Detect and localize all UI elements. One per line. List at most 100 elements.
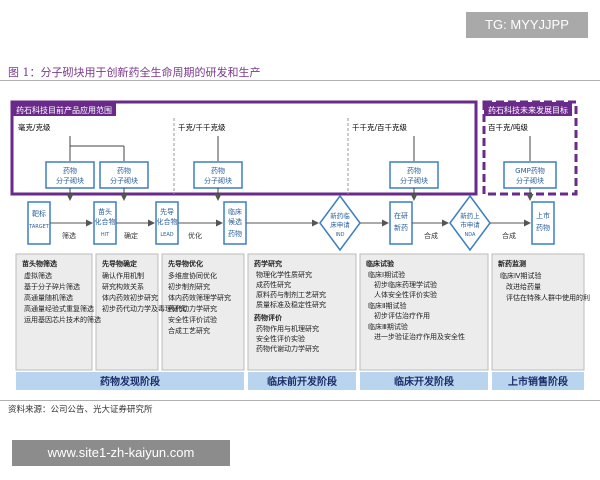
phase-clinical: 临床开发阶段 xyxy=(394,375,454,388)
svg-text:HIT: HIT xyxy=(101,232,110,238)
future-scope-title: 药石科技未来发展目标 xyxy=(488,105,568,115)
svg-text:临床: 临床 xyxy=(228,207,242,216)
svg-text:药物作用与机理研究: 药物作用与机理研究 xyxy=(256,324,319,333)
svg-text:LEAD: LEAD xyxy=(160,232,173,238)
svg-text:候选: 候选 xyxy=(228,217,242,226)
svg-text:靶标: 靶标 xyxy=(32,209,46,218)
svg-text:安全性评价实验: 安全性评价实验 xyxy=(256,334,305,343)
svg-text:IND: IND xyxy=(335,232,344,238)
svg-text:体内药效筛理学研究: 体内药效筛理学研究 xyxy=(168,293,231,302)
activity-title-1: 苗头物筛选 xyxy=(22,259,57,268)
svg-text:药物: 药物 xyxy=(407,166,421,175)
svg-text:药物: 药物 xyxy=(63,166,77,175)
svg-text:人体安全性评价实验: 人体安全性评价实验 xyxy=(374,290,437,299)
svg-text:物理化学性质研究: 物理化学性质研究 xyxy=(256,270,312,279)
svg-text:新药临: 新药临 xyxy=(330,211,350,220)
scale-label-1: 毫克/克级 xyxy=(18,122,51,132)
blocks: 药物 分子砌块 药物 分子砌块 药物 分子砌块 药物 分子砌块 GMP药物 分子… xyxy=(45,161,557,189)
svg-text:研究构效关系: 研究构效关系 xyxy=(102,282,144,291)
svg-text:GMP药物: GMP药物 xyxy=(515,166,545,175)
svg-text:化合物: 化合物 xyxy=(157,217,178,226)
transition-5: 合成 xyxy=(502,231,516,240)
current-scope-title: 药石科技目前产品应用范围 xyxy=(16,105,112,115)
watermark-top: TG: MYYJJPP xyxy=(466,12,588,38)
svg-text:药物: 药物 xyxy=(117,166,131,175)
svg-text:虚拟筛选: 虚拟筛选 xyxy=(24,271,52,280)
block-5 xyxy=(503,161,557,189)
svg-text:新药: 新药 xyxy=(394,223,408,232)
svg-text:合成工艺研究: 合成工艺研究 xyxy=(168,326,210,335)
svg-text:基于分子碎片筛选: 基于分子碎片筛选 xyxy=(24,282,80,291)
scale-label-2: 千克/千千克级 xyxy=(178,122,226,132)
svg-text:运用基因芯片技术的筛选: 运用基因芯片技术的筛选 xyxy=(24,315,101,324)
svg-text:初步药代动力学及毒理研究: 初步药代动力学及毒理研究 xyxy=(102,304,186,313)
svg-text:成药性研究: 成药性研究 xyxy=(256,280,291,289)
svg-text:NDA: NDA xyxy=(465,232,477,238)
svg-text:药物: 药物 xyxy=(228,229,242,238)
svg-text:安全性评价试验: 安全性评价试验 xyxy=(168,315,217,324)
svg-text:体内药效初步研究: 体内药效初步研究 xyxy=(102,293,158,302)
svg-text:新药上: 新药上 xyxy=(460,211,480,220)
activity-title-5: 临床试验 xyxy=(366,259,395,268)
svg-text:临床Ⅳ期试验: 临床Ⅳ期试验 xyxy=(500,271,541,280)
svg-text:初步评估治疗作用: 初步评估治疗作用 xyxy=(374,311,430,320)
svg-text:确认作用机制: 确认作用机制 xyxy=(102,271,144,280)
stage-row: 靶标 TARGET 苗头 化合物 HIT 先导 化合物 LEAD 临床 候选 药… xyxy=(27,194,555,252)
transition-3: 优化 xyxy=(188,231,202,240)
svg-text:药物代谢动力学研究: 药物代谢动力学研究 xyxy=(256,344,319,353)
activity-title-6: 新药监测 xyxy=(498,259,526,268)
svg-text:改进给药量: 改进给药量 xyxy=(506,282,541,291)
figure-title: 图 1：分子砌块用于创新药全生命周期的研发和生产 xyxy=(8,66,261,79)
block-3 xyxy=(193,161,243,189)
svg-text:床申请: 床申请 xyxy=(330,220,350,229)
svg-text:TARGET: TARGET xyxy=(28,224,50,230)
svg-text:初步临床药理学试验: 初步临床药理学试验 xyxy=(374,280,437,289)
svg-text:化合物: 化合物 xyxy=(95,217,116,226)
phase-market: 上市销售阶段 xyxy=(508,375,568,388)
block-1 xyxy=(45,161,95,189)
svg-text:进一步验证治疗作用及安全性: 进一步验证治疗作用及安全性 xyxy=(374,332,465,341)
scale-label-4: 百千克/吨级 xyxy=(488,122,529,132)
block-2 xyxy=(99,161,149,189)
activity-title-2: 先导物确定 xyxy=(102,259,137,268)
svg-text:初步制剂研究: 初步制剂研究 xyxy=(168,282,210,291)
svg-text:评估在特殊人群中使用的利益与风险: 评估在特殊人群中使用的利益与风险 xyxy=(506,293,590,302)
svg-text:分子砌块: 分子砌块 xyxy=(400,176,428,185)
phase-preclinical: 临床前开发阶段 xyxy=(267,375,337,388)
activity-title-3: 先导物优化 xyxy=(168,259,203,268)
source-note: 资料来源：公司公告、光大证券研究所 xyxy=(8,405,153,415)
svg-text:药物: 药物 xyxy=(211,166,225,175)
current-scope-box xyxy=(10,100,478,196)
svg-text:高通量随机筛选: 高通量随机筛选 xyxy=(24,293,73,302)
svg-text:药代动力学研究: 药代动力学研究 xyxy=(168,304,217,313)
svg-text:药物评价: 药物评价 xyxy=(254,313,283,322)
svg-text:分子砌块: 分子砌块 xyxy=(110,176,138,185)
drug-lifecycle-diagram: 药石科技目前产品应用范围 药石科技未来发展目标 毫克/克级 千克/千千克级 千千… xyxy=(10,100,590,390)
transition-4: 合成 xyxy=(424,231,438,240)
svg-text:临床Ⅰ期试验: 临床Ⅰ期试验 xyxy=(368,270,405,279)
svg-text:质量标准及稳定性研究: 质量标准及稳定性研究 xyxy=(256,300,326,309)
svg-text:市申请: 市申请 xyxy=(460,220,480,229)
svg-text:药物: 药物 xyxy=(536,223,550,232)
svg-text:临床Ⅲ期试验: 临床Ⅲ期试验 xyxy=(368,322,408,331)
svg-text:苗头: 苗头 xyxy=(98,207,112,216)
svg-text:分子砌块: 分子砌块 xyxy=(204,176,232,185)
svg-text:分子砌块: 分子砌块 xyxy=(56,176,84,185)
svg-text:在研: 在研 xyxy=(394,211,408,220)
activity-title-4: 药学研究 xyxy=(254,259,282,268)
svg-text:临床Ⅱ期试验: 临床Ⅱ期试验 xyxy=(368,301,406,310)
source-divider xyxy=(0,400,600,401)
watermark-bottom: www.site1-zh-kaiyun.com xyxy=(12,440,230,466)
svg-text:多维度协同优化: 多维度协同优化 xyxy=(168,271,217,280)
svg-text:原料药与制剂工艺研究: 原料药与制剂工艺研究 xyxy=(256,290,326,299)
transition-1: 筛选 xyxy=(62,231,76,240)
svg-text:先导: 先导 xyxy=(160,207,174,216)
block-4 xyxy=(389,161,439,189)
svg-text:上市: 上市 xyxy=(536,211,550,220)
phase-discovery: 药物发现阶段 xyxy=(100,375,160,388)
transition-2: 确定 xyxy=(124,231,138,240)
svg-text:高通量经验式重复筛选: 高通量经验式重复筛选 xyxy=(24,304,94,313)
title-divider xyxy=(0,80,600,81)
scale-label-3: 千千克/百千克级 xyxy=(352,122,408,132)
svg-text:分子砌块: 分子砌块 xyxy=(516,176,544,185)
